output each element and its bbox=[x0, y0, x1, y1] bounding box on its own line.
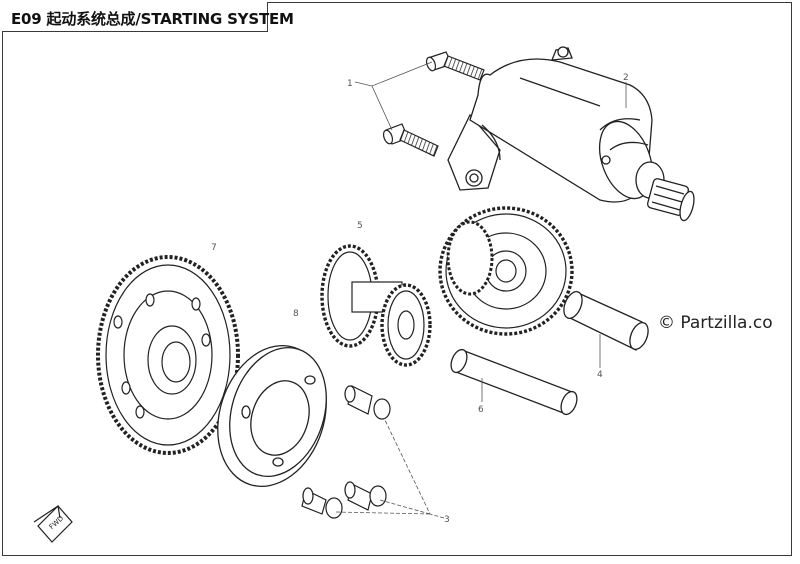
clutch-bolts bbox=[301, 385, 391, 519]
reduction-gear-double bbox=[320, 244, 432, 367]
callout-1: 1 bbox=[347, 79, 353, 89]
callout-4: 4 bbox=[597, 370, 603, 380]
callout-3: 3 bbox=[444, 515, 450, 525]
leader-lines bbox=[335, 61, 627, 519]
callout-7: 7 bbox=[211, 243, 217, 253]
idler-gear-large bbox=[438, 206, 574, 336]
callout-6: 6 bbox=[478, 405, 484, 415]
drawing-frame bbox=[2, 2, 792, 556]
callout-5: 5 bbox=[357, 221, 363, 231]
watermark-text: © Partzilla.co bbox=[658, 313, 773, 333]
gear-shafts bbox=[450, 291, 649, 416]
starter-motor bbox=[447, 46, 695, 222]
diagram-title: E09 起动系统总成/STARTING SYSTEM bbox=[11, 10, 294, 28]
starter-clutch-gear bbox=[96, 255, 240, 455]
starter-bolts bbox=[382, 51, 485, 157]
fwd-arrow: FWD bbox=[33, 504, 73, 543]
callout-numbers: 1 2 3 4 5 6 7 8 bbox=[211, 73, 629, 525]
callout-2: 2 bbox=[623, 73, 629, 83]
callout-8: 8 bbox=[293, 309, 299, 319]
one-way-clutch bbox=[217, 345, 327, 487]
title-block: E09 起动系统总成/STARTING SYSTEM bbox=[2, 2, 294, 32]
